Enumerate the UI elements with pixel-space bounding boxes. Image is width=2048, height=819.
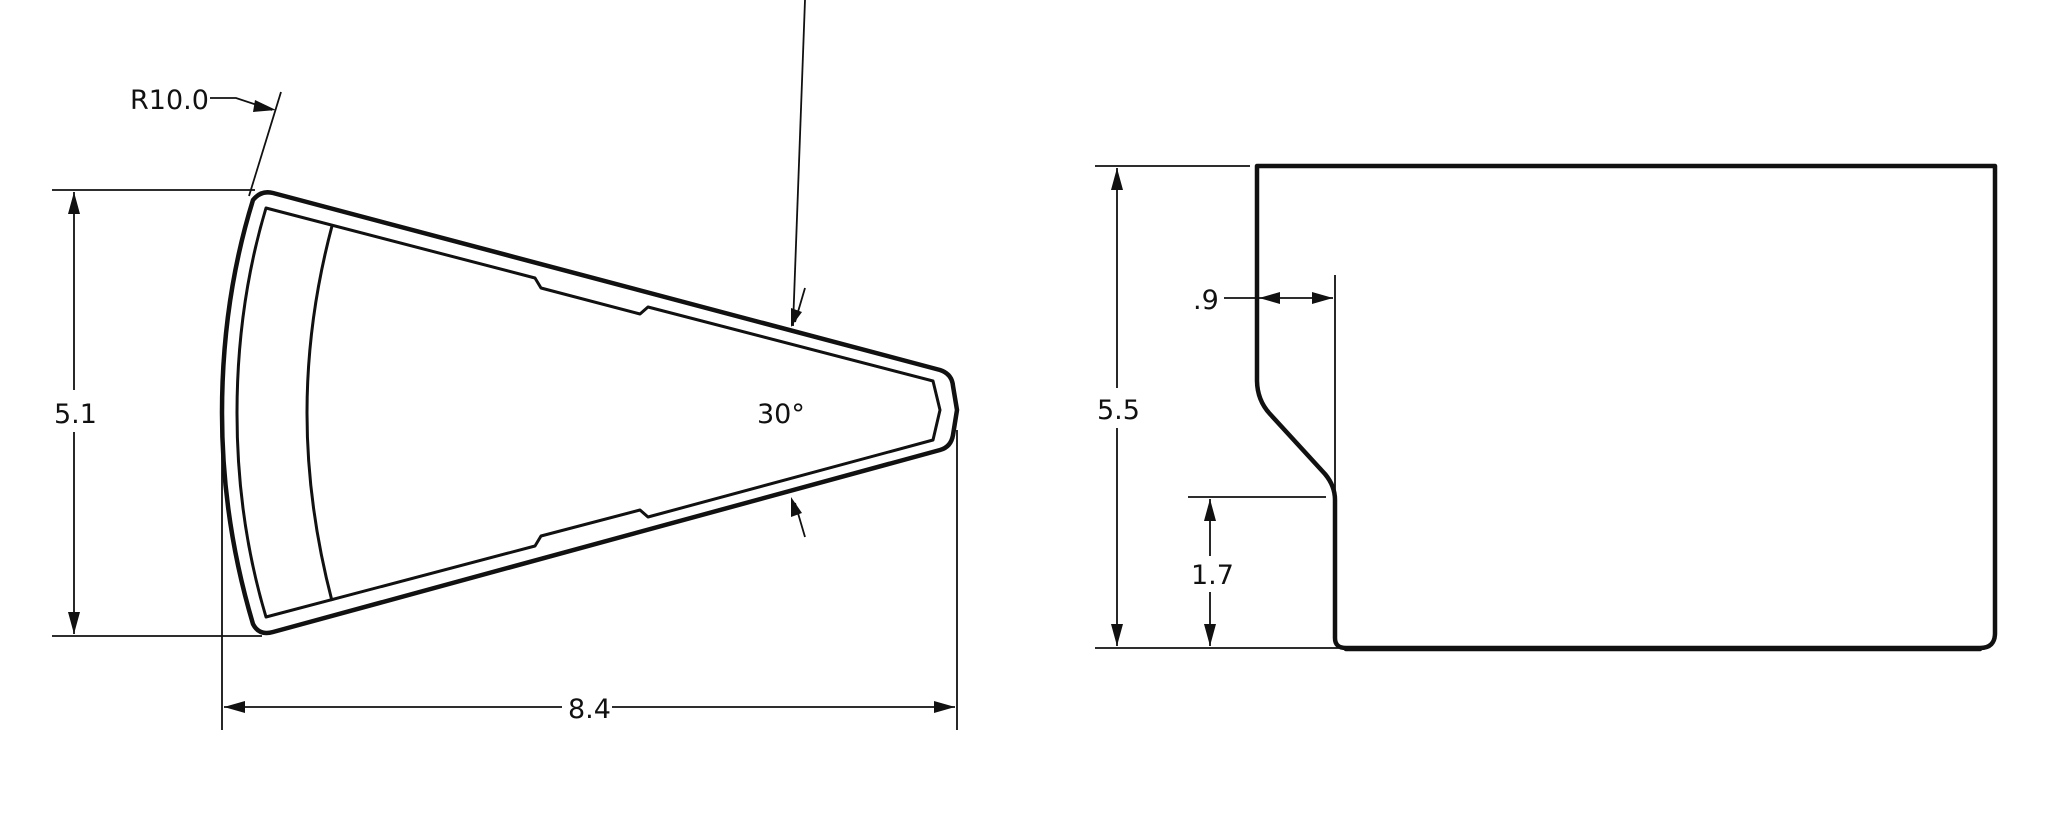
- offset-arrow-left-icon: [1259, 292, 1280, 304]
- angle-label: 30°: [757, 399, 805, 430]
- side-view: 5.5 .9 1.7: [1095, 163, 1998, 652]
- lower-height-arrow-down-icon: [1204, 624, 1216, 646]
- side-height-arrow-down-icon: [1111, 624, 1123, 646]
- height-arrow-down-icon: [68, 612, 80, 634]
- length-label: 8.4: [568, 694, 611, 725]
- height-label: 5.1: [54, 399, 97, 430]
- side-height-label: 5.5: [1097, 395, 1140, 426]
- length-arrow-right-icon: [934, 701, 955, 713]
- lower-height-label: 1.7: [1191, 560, 1234, 591]
- top-view: R10.0 5.1 8.4 30°: [52, 0, 960, 730]
- side-height-arrow-up-icon: [1111, 168, 1123, 190]
- length-arrow-left-icon: [224, 701, 245, 713]
- radius-arrow-icon: [253, 100, 276, 112]
- divider-arc: [305, 225, 334, 602]
- radius-extension-line: [248, 91, 282, 197]
- angle-arrow-top-icon: [791, 308, 802, 327]
- lower-height-arrow-up-icon: [1204, 499, 1216, 521]
- offset-label: .9: [1193, 285, 1219, 316]
- angle-arrow-bottom-icon: [791, 497, 802, 517]
- radius-label: R10.0: [130, 85, 209, 116]
- offset-arrow-right-icon: [1312, 292, 1333, 304]
- inner-outline: [235, 206, 942, 619]
- side-outline: [1254, 163, 1998, 651]
- angle-leader-top: [792, 0, 806, 327]
- height-arrow-up-icon: [68, 192, 80, 214]
- outer-outline: [219, 190, 960, 636]
